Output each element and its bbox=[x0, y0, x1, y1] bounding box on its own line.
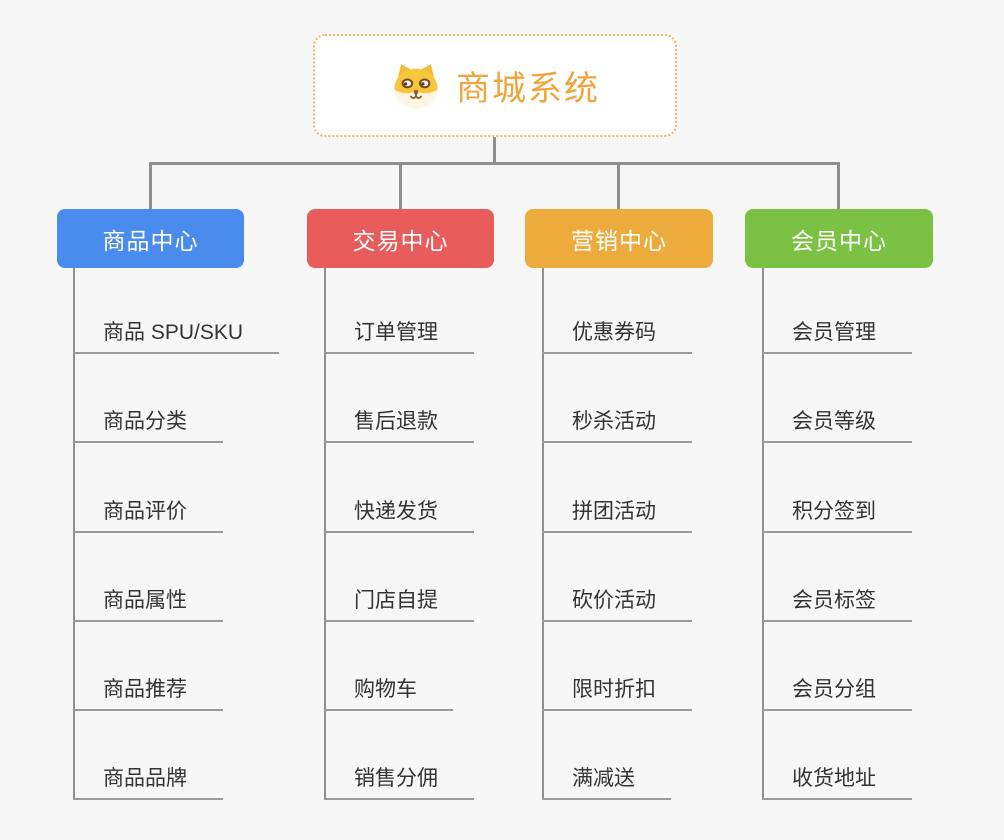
branch-topic-member-center[interactable]: 会员中心 bbox=[745, 209, 933, 268]
subtopic[interactable]: 会员标签 bbox=[762, 586, 912, 622]
branch-column-marketing: 优惠券码 秒杀活动 拼团活动 砍价活动 限时折扣 满减送 bbox=[542, 268, 792, 802]
connector-drop-marketing bbox=[617, 165, 620, 209]
subtopic[interactable]: 拼团活动 bbox=[542, 497, 692, 533]
subtopic[interactable]: 会员管理 bbox=[762, 318, 912, 354]
subtopic[interactable]: 积分签到 bbox=[762, 497, 912, 533]
connector-trunk-product bbox=[73, 268, 75, 800]
connector-trunk-trade bbox=[324, 268, 326, 800]
subtopic[interactable]: 限时折扣 bbox=[542, 675, 692, 711]
branch-topic-product-center[interactable]: 商品中心 bbox=[57, 209, 244, 268]
branch-topic-marketing-center[interactable]: 营销中心 bbox=[525, 209, 713, 268]
subtopic[interactable]: 会员等级 bbox=[762, 407, 912, 443]
connector-bus bbox=[149, 162, 840, 165]
connector-trunk-member bbox=[762, 268, 764, 800]
connector-root-stem bbox=[493, 137, 496, 163]
subtopic[interactable]: 商品评价 bbox=[73, 497, 223, 533]
root-topic[interactable]: 商城系统 bbox=[313, 34, 677, 137]
subtopic[interactable]: 砍价活动 bbox=[542, 586, 692, 622]
subtopic[interactable]: 快递发货 bbox=[324, 497, 474, 533]
subtopic[interactable]: 销售分佣 bbox=[324, 764, 474, 800]
subtopic[interactable]: 优惠券码 bbox=[542, 318, 692, 354]
branch-column-trade: 订单管理 售后退款 快递发货 门店自提 购物车 销售分佣 bbox=[324, 268, 574, 802]
subtopic[interactable]: 商品品牌 bbox=[73, 764, 223, 800]
subtopic[interactable]: 会员分组 bbox=[762, 675, 912, 711]
subtopic[interactable]: 秒杀活动 bbox=[542, 407, 692, 443]
subtopic[interactable]: 购物车 bbox=[324, 675, 453, 711]
subtopic[interactable]: 售后退款 bbox=[324, 407, 474, 443]
subtopic[interactable]: 满减送 bbox=[542, 764, 671, 800]
connector-drop-trade bbox=[399, 165, 402, 209]
subtopic[interactable]: 商品属性 bbox=[73, 586, 223, 622]
subtopic[interactable]: 商品分类 bbox=[73, 407, 223, 443]
subtopic[interactable]: 商品 SPU/SKU bbox=[73, 318, 280, 354]
connector-drop-product bbox=[149, 165, 152, 209]
subtopic[interactable]: 收货地址 bbox=[762, 764, 912, 800]
dog-face-icon bbox=[394, 63, 438, 109]
subtopic[interactable]: 门店自提 bbox=[324, 586, 474, 622]
branch-column-member: 会员管理 会员等级 积分签到 会员标签 会员分组 收货地址 bbox=[762, 268, 1004, 802]
branch-column-product: 商品 SPU/SKU 商品分类 商品评价 商品属性 商品推荐 商品品牌 bbox=[73, 268, 323, 802]
connector-trunk-marketing bbox=[542, 268, 544, 800]
subtopic[interactable]: 订单管理 bbox=[324, 318, 474, 354]
connector-drop-member bbox=[837, 165, 840, 209]
root-topic-label: 商城系统 bbox=[456, 70, 600, 108]
subtopic[interactable]: 商品推荐 bbox=[73, 675, 223, 711]
branch-topic-trade-center[interactable]: 交易中心 bbox=[307, 209, 494, 268]
